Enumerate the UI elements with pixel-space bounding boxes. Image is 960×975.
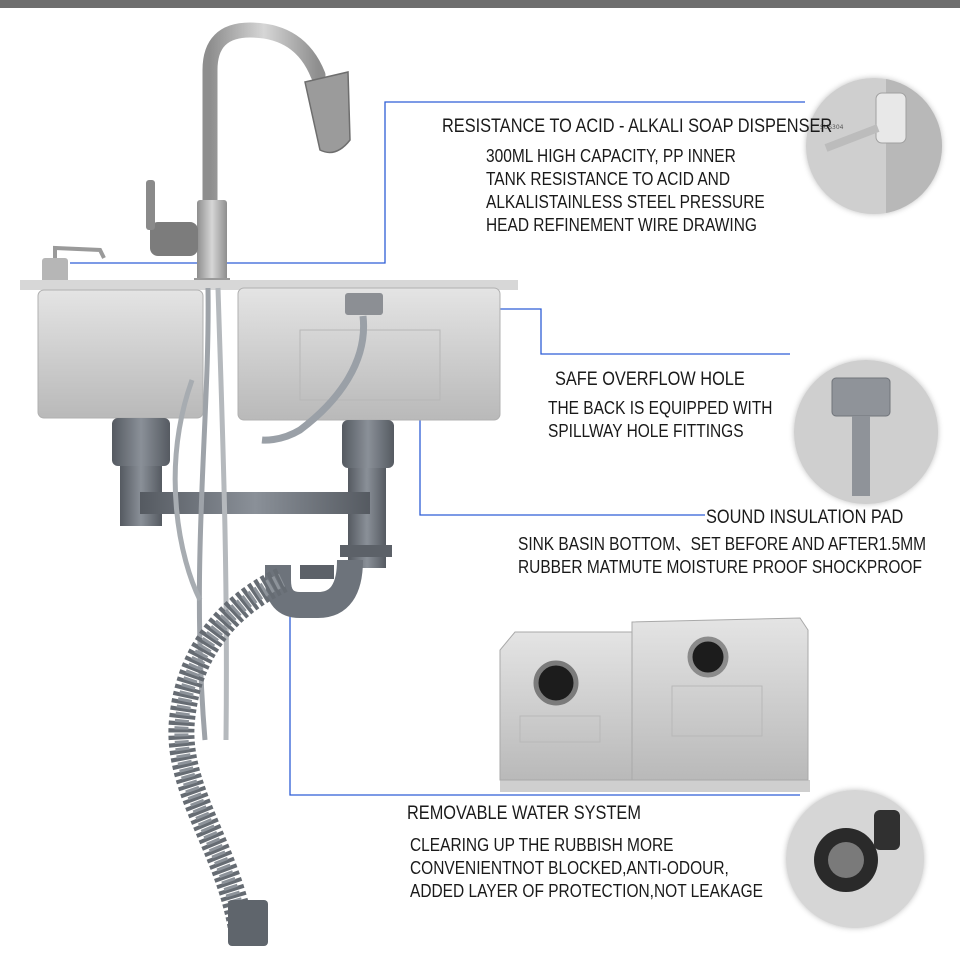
soap-dispenser-line-1: 300ML HIGH CAPACITY, PP INNER (486, 146, 736, 166)
callout-line-soap (70, 101, 805, 264)
top-bar (0, 0, 960, 8)
drain-pipes (112, 418, 394, 618)
overflow-hole-title: SAFE OVERFLOW HOLE (555, 369, 745, 390)
soap-dispenser-line-3: ALKALISTAINLESS STEEL PRESSURE (486, 192, 765, 212)
sus304-tag: SUS304 (820, 124, 844, 131)
sink-body (20, 280, 518, 444)
soap-dispenser-detail-image: SUS304 (806, 78, 942, 214)
overflow-hole-line-2: SPILLWAY HOLE FITTINGS (548, 421, 744, 441)
soap-dispenser-line-2: TANK RESISTANCE TO ACID AND (486, 169, 731, 189)
callout-line-overflow (500, 308, 790, 355)
drain-hose (168, 568, 288, 946)
faucet (146, 22, 351, 288)
soap-dispenser-title: RESISTANCE TO ACID - ALKALI SOAP DISPENS… (442, 116, 833, 137)
water-system-line-2: CONVENIENTNOT BLOCKED,ANTI-ODOUR, (410, 858, 729, 878)
drain-detail-image (786, 790, 924, 928)
overflow-hole-line-1: THE BACK IS EQUIPPED WITH (548, 398, 773, 418)
soap-dispenser-line-4: HEAD REFINEMENT WIRE DRAWING (486, 215, 757, 235)
callout-line-water (289, 600, 800, 796)
callout-lines (70, 101, 805, 796)
sound-pad-line-1: SINK BASIN BOTTOM、SET BEFORE AND AFTER1.… (518, 534, 927, 554)
water-system-title: REMOVABLE WATER SYSTEM (407, 803, 641, 824)
callout-line-pad (419, 405, 705, 516)
overflow-hole-detail-image (794, 360, 938, 504)
sink-bottom-view (499, 617, 810, 792)
water-system-line-1: CLEARING UP THE RUBBISH MORE (410, 835, 674, 855)
water-system-line-3: ADDED LAYER OF PROTECTION,NOT LEAKAGE (410, 881, 763, 901)
sound-pad-line-2: RUBBER MATMUTE MOISTURE PROOF SHOCKPROOF (518, 557, 922, 577)
sound-pad-title: SOUND INSULATION PAD (706, 507, 904, 528)
